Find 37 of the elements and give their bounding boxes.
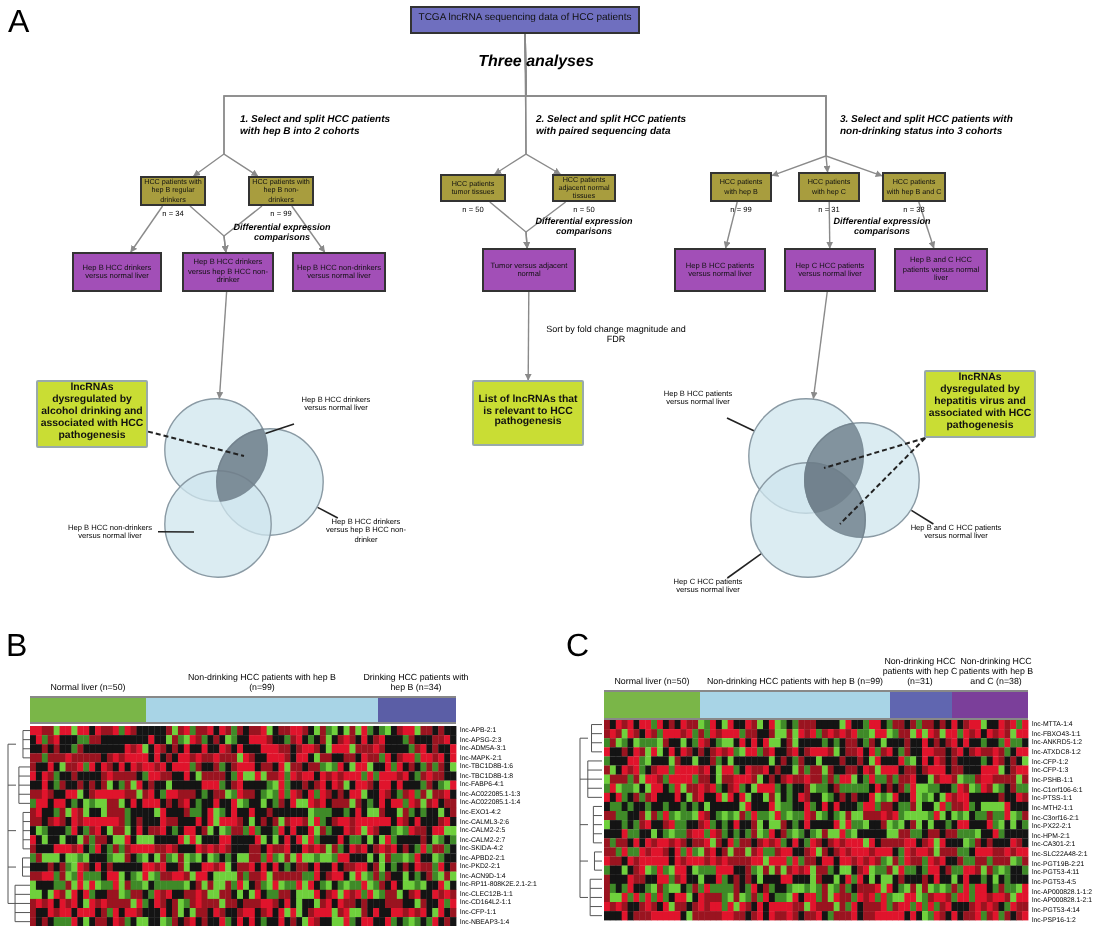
arrow bbox=[918, 201, 936, 249]
section-heading: Three analyses bbox=[476, 50, 596, 74]
leader-line bbox=[910, 509, 935, 525]
arrow bbox=[216, 291, 228, 399]
result-box bbox=[472, 380, 584, 446]
arrow bbox=[221, 205, 263, 253]
arrow bbox=[524, 33, 883, 177]
venn-circle bbox=[164, 470, 272, 578]
arrow bbox=[130, 205, 164, 253]
comparison-box bbox=[674, 248, 766, 292]
leader-line bbox=[726, 553, 762, 579]
leader-line bbox=[316, 506, 339, 519]
arrow bbox=[723, 201, 738, 249]
comparison-box bbox=[292, 252, 386, 292]
arrow bbox=[291, 205, 326, 253]
comparison-box bbox=[784, 248, 876, 292]
comparison-box bbox=[72, 252, 162, 292]
panel-letter: C bbox=[566, 628, 592, 668]
cohort-box bbox=[440, 174, 506, 202]
arrow bbox=[524, 291, 532, 381]
comparison-box bbox=[482, 248, 576, 292]
leader-line bbox=[264, 423, 295, 435]
cohort-box bbox=[710, 172, 772, 202]
arrow bbox=[810, 291, 828, 400]
arrow bbox=[826, 201, 834, 249]
overlap-region bbox=[804, 422, 866, 538]
panel-letter: B bbox=[6, 628, 30, 668]
panel-letter: A bbox=[8, 4, 32, 44]
data-source-box bbox=[410, 6, 640, 34]
dashed-leader-line bbox=[823, 437, 927, 469]
cohort-box bbox=[798, 172, 860, 202]
comparison-box bbox=[894, 248, 988, 292]
cohort-box bbox=[882, 172, 946, 202]
overlap-region bbox=[216, 428, 268, 502]
leader-line bbox=[726, 417, 755, 432]
leader-line bbox=[157, 531, 195, 533]
arrow bbox=[523, 201, 567, 249]
